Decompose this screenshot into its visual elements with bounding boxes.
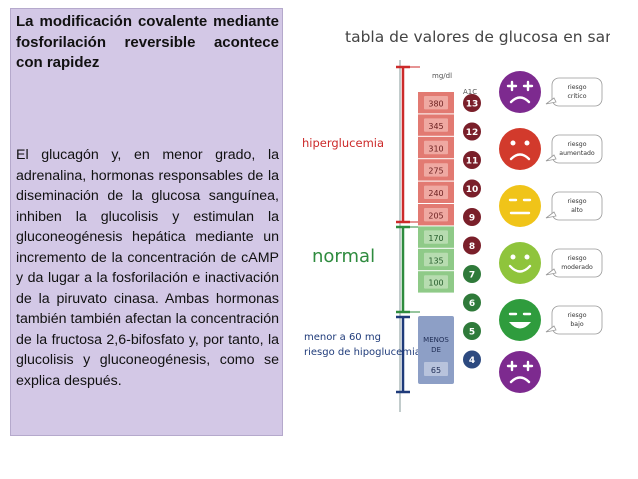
glucose-value: 345 (428, 122, 443, 131)
a1c-circle: 13 (463, 94, 481, 112)
glucose-column-header: mg/dl (432, 72, 452, 80)
risk-face-icon (499, 128, 541, 170)
glucose-value-column: 380 345 310 275 240 205 170 135 100 (418, 92, 454, 293)
a1c-value: 13 (466, 100, 479, 110)
glucose-value: 170 (428, 234, 443, 243)
risk-label-line2: moderado (561, 264, 593, 271)
glucose-value: 135 (428, 256, 443, 265)
glucose-value: 310 (428, 144, 443, 153)
hyperglycemia-label: hiperglucemia (302, 136, 384, 150)
hypoglycemia-bracket (396, 315, 410, 394)
a1c-circle: 4 (463, 350, 481, 369)
a1c-value: 11 (466, 157, 479, 167)
glucose-cell: 380 (418, 92, 454, 114)
risk-label-line1: riesgo (567, 141, 586, 148)
a1c-circle: 8 (463, 236, 481, 255)
glucose-cell: 135 (418, 248, 454, 271)
a1c-circle: 10 (463, 179, 481, 198)
glucose-cell: 100 (418, 271, 454, 293)
glucose-value: 205 (428, 212, 443, 221)
a1c-column-header: A1C (463, 88, 477, 96)
a1c-circle: 5 (463, 322, 481, 340)
hypoglycemia-label-1: menor a 60 mg (304, 332, 381, 343)
glucose-cell: 170 (418, 226, 454, 248)
risk-label-line2: crítico (568, 92, 587, 100)
a1c-value: 8 (469, 242, 475, 252)
hypo-cell-line2: DE (431, 346, 441, 354)
glucose-value: 275 (428, 167, 443, 176)
a1c-value-column: 13 12 11 10 9 8 7 6 5 4 (463, 94, 481, 369)
risk-label-line1: riesgo (567, 312, 586, 319)
risk-label-line2: bajo (570, 321, 583, 328)
a1c-value: 12 (466, 128, 479, 138)
hypoglycemia-label-2: riesgo de hipoglucemia (304, 347, 421, 358)
risk-label-line2: alto (571, 207, 583, 214)
hypo-cell-value: 65 (431, 366, 441, 375)
glucose-value: 100 (428, 279, 443, 288)
infographic-title: tabla de valores de glucosa en sangre (345, 28, 610, 46)
risk-label-line2: aumentado (559, 150, 595, 157)
risk-label-bubble: riesgo moderado (545, 248, 603, 278)
a1c-value: 9 (469, 214, 475, 224)
glucose-value: 380 (428, 100, 443, 109)
hyperglycemia-bracket (396, 65, 420, 224)
glucose-cell: 310 (418, 136, 454, 159)
a1c-circle: 9 (463, 208, 481, 226)
risk-face-icon (499, 185, 541, 227)
risk-label-line1: riesgo (567, 198, 586, 205)
slide-body-text: El glucagón y, en menor grado, la adrena… (16, 147, 279, 389)
risk-label-column: riesgocríticoriesgoaumentadoriesgoaltori… (545, 77, 603, 335)
a1c-value: 5 (469, 328, 475, 338)
risk-face-column (499, 71, 541, 393)
risk-label-bubble: riesgo aumentado (545, 134, 603, 164)
glucose-cell: 205 (418, 204, 454, 226)
a1c-circle: 11 (463, 151, 481, 169)
a1c-circle: 7 (463, 265, 481, 283)
glucose-value: 240 (428, 189, 443, 198)
risk-face-icon (499, 351, 541, 393)
a1c-circle: 12 (463, 122, 481, 141)
normal-bracket (396, 225, 420, 314)
text-panel: La modificación covalente mediante fosfo… (10, 8, 283, 436)
risk-label-line1: riesgo (567, 255, 586, 262)
glucose-cell: 275 (418, 159, 454, 181)
a1c-value: 10 (466, 185, 479, 195)
a1c-value: 6 (469, 299, 475, 309)
a1c-value: 7 (469, 271, 475, 281)
risk-label-bubble: riesgo alto (545, 191, 603, 221)
glucose-cell: 240 (418, 181, 454, 203)
risk-label-line1: riesgo (567, 84, 586, 91)
glucose-cell: 345 (418, 114, 454, 136)
hypo-cell: MENOS DE 65 (418, 316, 454, 384)
slide-heading: La modificación covalente mediante fosfo… (16, 13, 279, 71)
risk-face-icon (499, 299, 541, 341)
risk-label-bubble: riesgo bajo (545, 305, 603, 335)
a1c-value: 4 (469, 356, 475, 366)
glucose-infographic: tabla de valores de glucosa en sangre hi… (302, 28, 610, 412)
a1c-circle: 6 (463, 293, 481, 312)
hypo-cell-line1: MENOS (423, 336, 449, 344)
risk-face-icon (499, 71, 541, 113)
risk-face-icon (499, 242, 541, 284)
normal-label: normal (312, 246, 375, 267)
